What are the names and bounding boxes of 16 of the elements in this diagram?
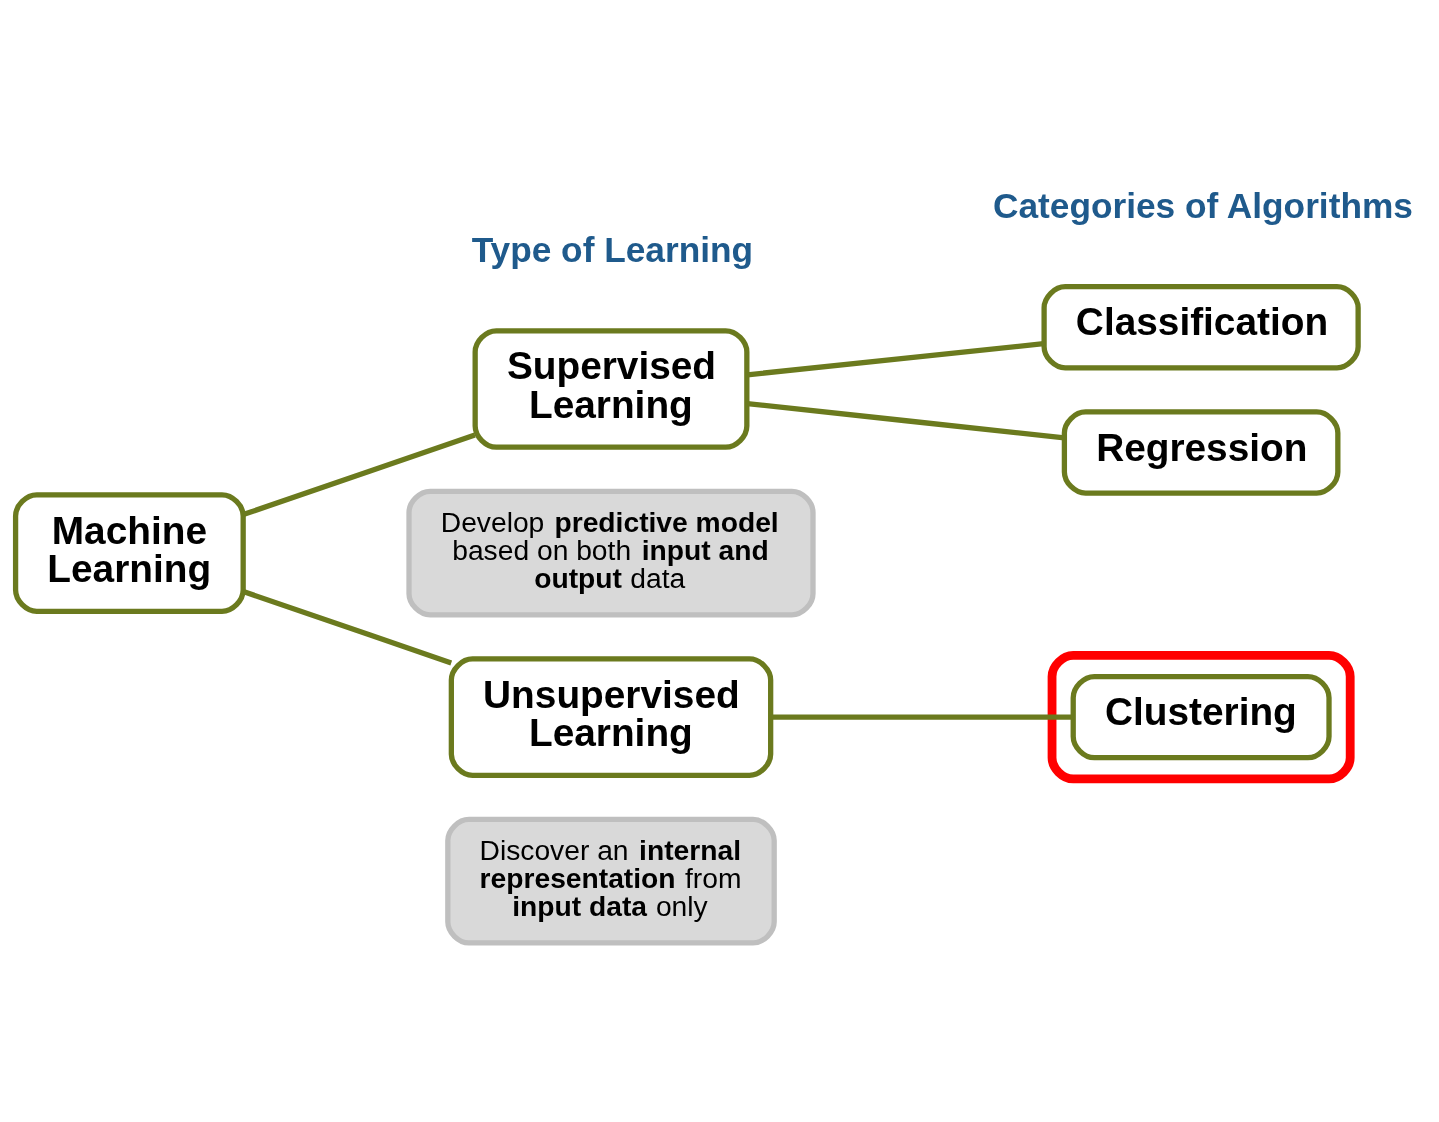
node-box: Discover an internal representation from input data only: [445, 816, 777, 946]
connector: [770, 714, 1074, 720]
cluster: [1047, 650, 1355, 784]
connector: [747, 341, 1044, 378]
node-box: Unsupervised Learning: [448, 656, 774, 778]
node-box: Develop predictive model based on both input and output data: [406, 488, 816, 618]
node-box: Regression: [1061, 409, 1341, 496]
connector: [242, 432, 476, 518]
node-box: Clustering: [1070, 673, 1332, 761]
connector: [747, 400, 1065, 441]
label: Categories of Algorithms: [992, 185, 1413, 225]
node-box: Classification: [1041, 284, 1361, 371]
label: Type of Learning: [471, 229, 754, 269]
node-box: Supervised Learning: [472, 328, 750, 450]
node-box: Machine Learning: [12, 492, 246, 614]
connector: [242, 589, 453, 666]
